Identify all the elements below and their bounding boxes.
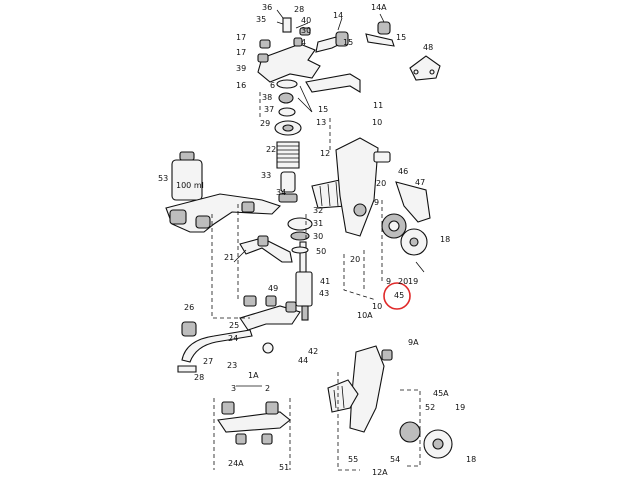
callout-c31: 31 (313, 219, 323, 228)
mount-plate-48 (409, 55, 441, 81)
callout-c10a: 10 (372, 118, 382, 127)
callout-c54: 54 (390, 455, 400, 464)
callout-c21: 21 (224, 253, 234, 262)
callout-c14: 14 (333, 11, 343, 20)
shock-absorber (287, 217, 313, 321)
callout-c32: 32 (313, 206, 323, 215)
callout-c17a: 17 (236, 33, 246, 42)
callout-c43: 43 (319, 289, 329, 298)
callout-c15a: 15 (343, 38, 353, 47)
callout-c1a: 1A (248, 371, 259, 380)
callout-c18b: 18 (466, 455, 476, 464)
callout-c53: 53 (158, 174, 168, 183)
callout-c10b: 10 (372, 302, 382, 311)
callout-c2: 2 (265, 384, 270, 393)
callout-c49: 49 (268, 284, 278, 293)
callout-c52: 52 (425, 403, 435, 412)
callout-c38: 38 (262, 93, 272, 102)
lower-control-arm (239, 295, 301, 354)
callout-c42: 42 (308, 347, 318, 356)
callout-c9c: 9A (408, 338, 419, 347)
upper-mount-assembly (257, 9, 321, 83)
callout-c23: 23 (227, 361, 237, 370)
callout-c15c: 15 (318, 105, 328, 114)
callout-c13: 13 (316, 118, 326, 127)
callout-c51: 51 (279, 463, 289, 472)
callout-c14a: 14A (371, 3, 387, 12)
callout-c45: 45 (394, 291, 404, 300)
upper-link-arms (305, 13, 395, 93)
callout-c12: 12 (320, 149, 330, 158)
callout-c25: 25 (229, 321, 239, 330)
oil-bottle-label: 100 ml (176, 181, 204, 190)
assembly-guide-lines (211, 92, 421, 471)
callout-c24: 24 (228, 334, 238, 343)
callout-c10c: 10A (357, 311, 373, 320)
callout-c4: 4 (301, 38, 306, 47)
callout-c20a: 20 (376, 179, 386, 188)
callout-c27: 27 (203, 357, 213, 366)
callout-c41: 41 (320, 277, 330, 286)
callout-c34: 34 (276, 188, 286, 197)
callout-c33: 33 (261, 171, 271, 180)
callout-c20b: 20 (350, 255, 360, 264)
callout-c19b: 19 (455, 403, 465, 412)
lower-knuckle-and-hub (327, 345, 453, 459)
knuckle-and-hub (335, 137, 431, 273)
callout-c16: 16 (236, 81, 246, 90)
callout-c39: 39 (236, 64, 246, 73)
callout-c20c: 20 (398, 277, 408, 286)
small-arm-group (217, 385, 291, 445)
callout-c3: 3 (231, 384, 236, 393)
callout-c47: 47 (415, 178, 425, 187)
callout-c48: 48 (423, 43, 433, 52)
callout-c11: 11 (373, 101, 383, 110)
stabilizer-bar (177, 321, 253, 373)
callout-c17b: 17 (236, 48, 246, 57)
callout-c30: 30 (301, 26, 311, 35)
callout-c6: 6 (270, 81, 275, 90)
subframe-and-lower-arm (165, 193, 293, 263)
callout-c55: 55 (348, 455, 358, 464)
callout-c36: 36 (262, 3, 272, 12)
callout-c24a: 24A (228, 459, 244, 468)
callout-c40: 40 (301, 16, 311, 25)
highlight-circle-45 (383, 282, 411, 310)
spring-strut-stack (274, 79, 313, 203)
callout-c28b: 28 (194, 373, 204, 382)
callout-c45a: 45A (433, 389, 449, 398)
callout-c29: 29 (260, 119, 270, 128)
callout-c35: 35 (256, 15, 266, 24)
callout-c12a: 12A (372, 468, 388, 477)
callout-c19a: 19 (408, 277, 418, 286)
callout-c9a: 9 (374, 198, 379, 207)
callout-c28a: 28 (294, 5, 304, 14)
callout-c15b: 15 (396, 33, 406, 42)
callout-c9b: 9 (386, 277, 391, 286)
callout-c46: 46 (398, 167, 408, 176)
callout-c18: 18 (440, 235, 450, 244)
callout-c22: 22 (266, 145, 276, 154)
callout-c26: 26 (184, 303, 194, 312)
callout-c37: 37 (264, 105, 274, 114)
callout-c44: 44 (298, 356, 308, 365)
oil-bottle: 100 ml (171, 151, 204, 201)
callout-c30b: 30 (313, 232, 323, 241)
callout-c50: 50 (316, 247, 326, 256)
